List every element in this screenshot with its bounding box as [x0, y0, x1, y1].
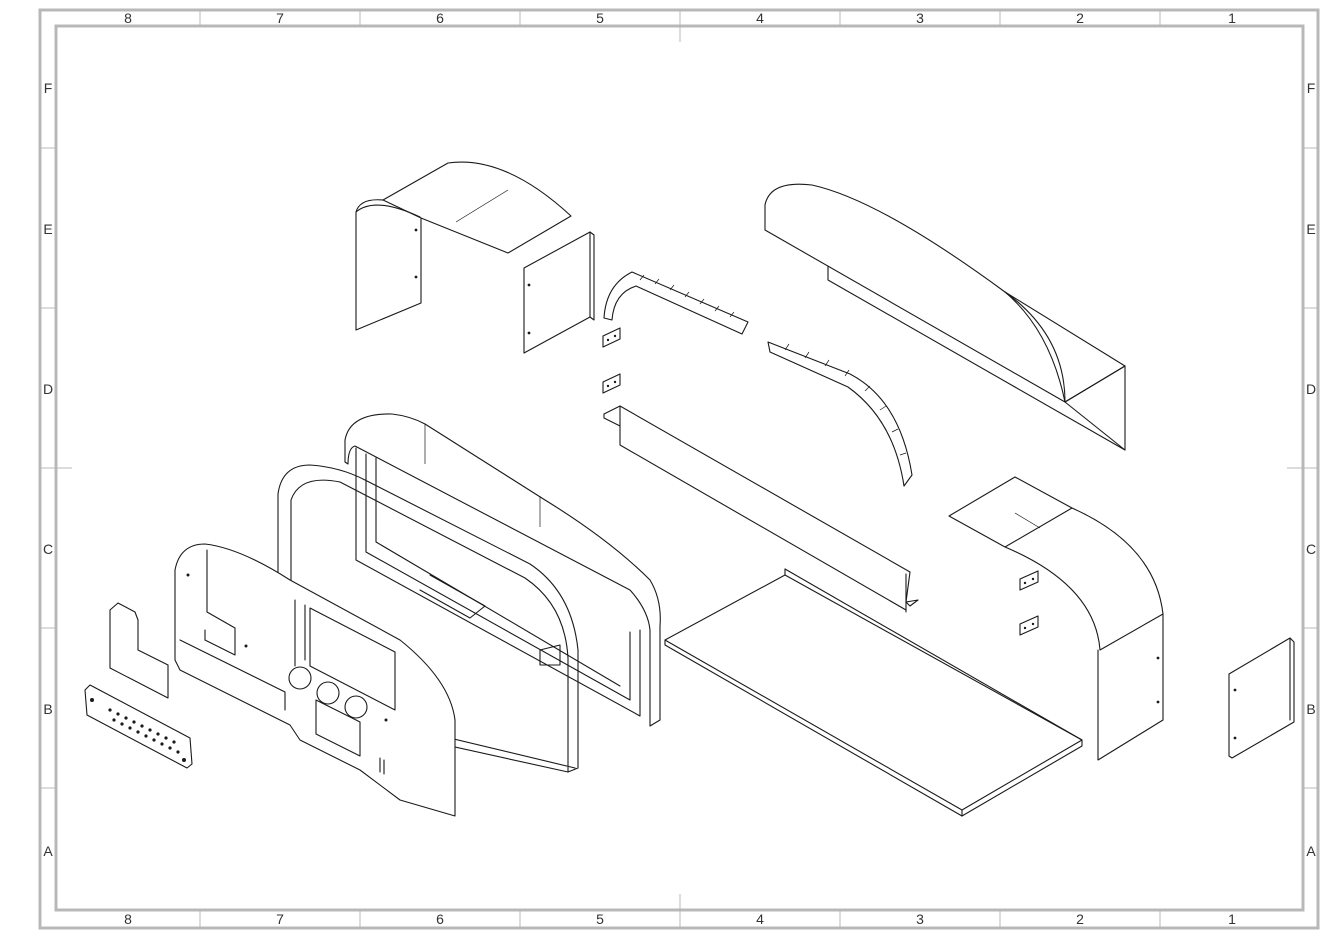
zone-labels-bottom: 8 7 6 5 4 3 2 1 — [124, 911, 1236, 927]
zone-ticks — [40, 10, 1318, 928]
zone-col-bottom-4: 4 — [756, 911, 764, 927]
zone-col-top-2: 2 — [1076, 10, 1084, 26]
zone-col-bottom-6: 6 — [436, 911, 444, 927]
clip-small-4 — [1019, 615, 1039, 636]
long-channel — [603, 405, 919, 613]
instrument-panel — [174, 543, 456, 817]
zone-row-right-D: D — [1306, 381, 1316, 397]
zone-row-left-F: F — [44, 80, 53, 96]
clip-small-1 — [602, 327, 621, 348]
curved-rib-upper — [603, 271, 749, 335]
zone-labels-right: F E D C B A — [1306, 80, 1316, 859]
curved-rib-right — [767, 341, 913, 487]
side-panel-right — [1228, 637, 1295, 759]
zone-row-right-A: A — [1306, 843, 1316, 859]
top-cover-left — [355, 161, 572, 331]
zone-col-top-3: 3 — [916, 10, 924, 26]
zone-row-left-E: E — [43, 221, 52, 237]
zone-col-top-1: 1 — [1228, 10, 1236, 26]
zone-col-top-6: 6 — [436, 10, 444, 26]
base-floor-plate — [664, 568, 1083, 817]
zone-labels-left: F E D C B A — [43, 80, 53, 859]
zone-row-right-F: F — [1307, 80, 1316, 96]
zone-col-top-7: 7 — [276, 10, 284, 26]
zone-col-bottom-3: 3 — [916, 911, 924, 927]
zone-row-left-C: C — [43, 541, 53, 557]
top-cover-right — [764, 183, 1126, 451]
zone-labels-top: 8 7 6 5 4 3 2 1 — [124, 10, 1236, 26]
inner-border — [54, 24, 1305, 912]
bracket-plate — [109, 602, 169, 699]
bottom-cover-right — [948, 476, 1164, 761]
clip-small-3 — [1019, 570, 1039, 591]
zone-row-left-A: A — [43, 843, 53, 859]
zone-row-right-C: C — [1306, 541, 1316, 557]
side-panel-top — [523, 231, 595, 354]
zone-row-left-D: D — [43, 381, 53, 397]
zone-col-top-5: 5 — [596, 10, 604, 26]
clip-small-2 — [602, 373, 621, 394]
zone-col-bottom-1: 1 — [1228, 911, 1236, 927]
zone-col-bottom-8: 8 — [124, 911, 132, 927]
zone-row-right-B: B — [1306, 701, 1315, 717]
zone-col-top-4: 4 — [756, 10, 764, 26]
zone-row-right-E: E — [1306, 221, 1315, 237]
outer-border — [38, 8, 1320, 930]
zone-col-bottom-5: 5 — [596, 911, 604, 927]
zone-col-bottom-2: 2 — [1076, 911, 1084, 927]
zone-row-left-B: B — [43, 701, 52, 717]
zone-col-bottom-7: 7 — [276, 911, 284, 927]
zone-col-top-8: 8 — [124, 10, 132, 26]
connector-strip — [84, 684, 193, 769]
